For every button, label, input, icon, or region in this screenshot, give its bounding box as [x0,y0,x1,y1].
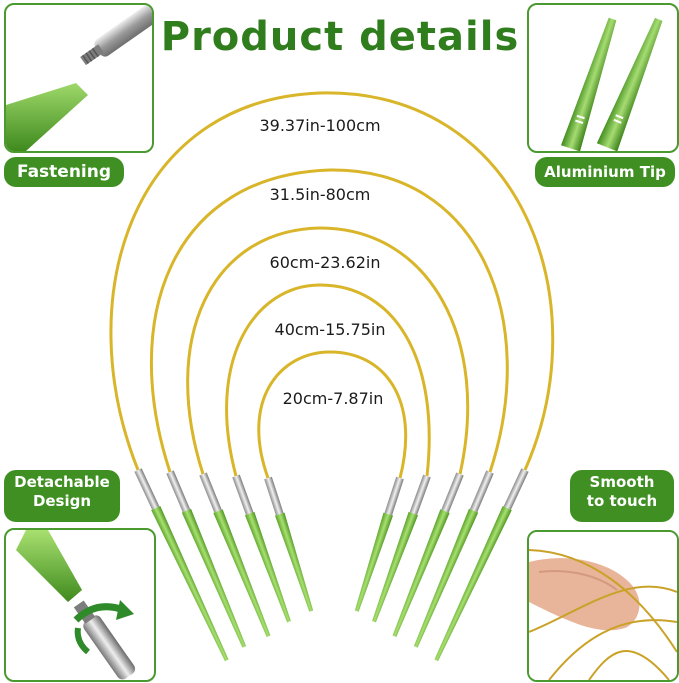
cable-40cm [225,283,431,477]
cable-60cm [186,226,470,475]
screw-tip-icon [6,5,152,151]
right-needles [354,468,529,662]
finger-cable-icon [529,532,677,680]
cable-20cm [257,350,408,479]
cable-80cm [150,168,509,473]
smooth-to-touch-image [527,530,679,682]
detachable-line1: Detachable [14,473,110,491]
cable-100cm [109,91,555,471]
size-label-80cm: 31.5in-80cm [269,185,371,204]
page-title: Product details [160,14,520,60]
aluminium-tip-image [527,3,679,153]
size-label-20cm: 20cm-7.87in [282,389,384,408]
aluminium-tip-label: Aluminium Tip [535,157,675,187]
smooth-line2: to touch [586,491,658,510]
smooth-line1: Smooth [589,473,655,491]
fastening-label: Fastening [4,157,124,187]
detachable-design-image [4,528,156,682]
aluminium-tips-icon [560,17,663,151]
size-label-100cm: 39.37in-100cm [259,116,381,135]
detach-rotate-icon [16,530,136,680]
fastening-image [4,3,154,153]
size-label-40cm: 40cm-15.75in [274,320,386,339]
smooth-to-touch-label: Smooth to touch [570,470,674,522]
detachable-line2: Design [32,491,92,510]
left-needles [134,468,314,662]
size-label-60cm: 60cm-23.62in [269,253,381,272]
detachable-design-label: Detachable Design [4,470,120,522]
